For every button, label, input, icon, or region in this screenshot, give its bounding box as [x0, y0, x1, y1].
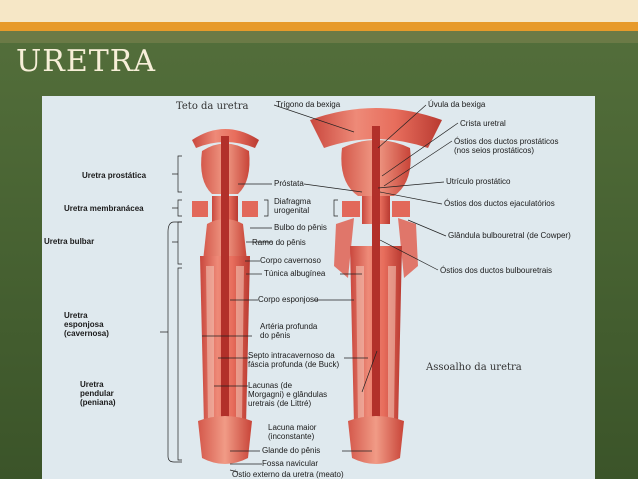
- center-label-4: urogenital: [274, 206, 309, 215]
- center-label-21: Óstio externo da uretra (meato): [232, 470, 344, 479]
- center-label-17: Lacuna maior: [268, 423, 317, 432]
- center-label-3: Diafragma: [274, 197, 311, 206]
- left-label-1: Uretra prostática: [82, 171, 147, 180]
- center-label-12: Septo intracavernoso da: [248, 351, 335, 360]
- top-dark-stripe: [0, 31, 638, 43]
- center-label-7: Corpo cavernoso: [260, 256, 321, 265]
- left-label-7: Uretra: [80, 380, 104, 389]
- right-label-1: Úvula da bexiga: [428, 100, 486, 109]
- right-label-4: (nos seios prostáticos): [454, 146, 534, 155]
- left-label-5: esponjosa: [64, 320, 104, 329]
- right-label-7: Glândula bulbouretral (de Cowper): [448, 231, 571, 240]
- center-label-18: (inconstante): [268, 432, 315, 441]
- center-label-2: Próstata: [274, 179, 304, 188]
- center-label-14: Lacunas (de: [248, 381, 293, 390]
- slide-title: URETRA: [16, 44, 157, 79]
- floor-of-urethra-label: Assoalho da uretra: [425, 362, 522, 373]
- right-label-6: Óstios dos ductos ejaculatórios: [444, 199, 555, 208]
- leader-lines: [202, 104, 459, 473]
- anatomy-illustration: Teto da uretra Assoalho da uretra Uretra…: [44, 100, 571, 479]
- right-label-2: Crista uretral: [460, 119, 506, 128]
- center-label-5: Bulbo do pênis: [274, 223, 327, 232]
- left-urethra-specimen: [192, 129, 259, 464]
- roof-of-urethra-label: Teto da uretra: [176, 101, 249, 112]
- left-brackets: [160, 155, 338, 463]
- right-label-3: Óstios dos ductos prostáticos: [454, 137, 559, 146]
- top-accent-stripe: [0, 22, 638, 31]
- center-label-15: Morgagni) e glândulas: [248, 390, 327, 399]
- center-label-8: Túnica albugínea: [264, 269, 326, 278]
- right-label-8: Óstios dos ductos bulbouretrais: [440, 266, 552, 275]
- center-label-13: fáscia profunda (de Buck): [248, 360, 339, 369]
- center-label-11: do pênis: [260, 331, 290, 340]
- anatomy-figure: Teto da uretra Assoalho da uretra Uretra…: [42, 96, 595, 479]
- center-label-6: Ramo do pênis: [252, 238, 306, 247]
- center-label-16: uretrais (de Littré): [248, 399, 311, 408]
- left-label-3: Uretra bulbar: [44, 237, 94, 246]
- center-label-9: Corpo esponjoso: [258, 295, 319, 304]
- left-label-6: (cavernosa): [64, 329, 109, 338]
- left-label-9: (peniana): [80, 398, 116, 407]
- left-label-8: pendular: [80, 389, 114, 398]
- right-urethra-specimen: [310, 108, 442, 464]
- center-label-19: Glande do pênis: [262, 446, 320, 455]
- left-label-4: Uretra: [64, 311, 88, 320]
- right-label-5: Utrículo prostático: [446, 177, 511, 186]
- left-label-2: Uretra membranácea: [64, 204, 144, 213]
- center-label-10: Artéria profunda: [260, 322, 318, 331]
- center-label-1: Trígono da bexiga: [276, 100, 341, 109]
- center-label-20: Fossa navicular: [262, 459, 318, 468]
- top-bar: [0, 0, 638, 22]
